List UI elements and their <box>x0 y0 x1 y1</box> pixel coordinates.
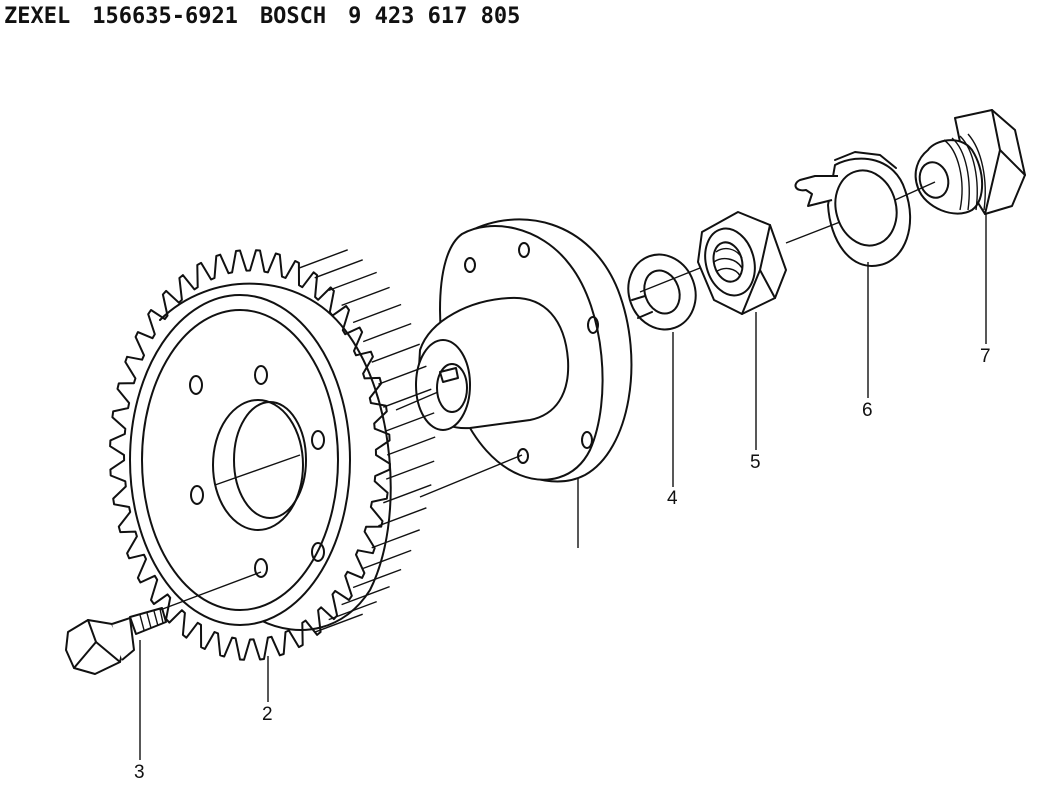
gear-tooth-face-line <box>362 549 412 570</box>
gear-tooth-face-line <box>341 585 390 606</box>
gear-icon <box>109 249 436 661</box>
header-part-number-zexel: 156635-6921 <box>92 4 238 29</box>
callout-3: 3 <box>134 762 145 783</box>
gear-tooth-face-line <box>385 460 435 480</box>
gear-tooth-face-line <box>314 259 363 279</box>
callout-5: 5 <box>750 452 761 473</box>
callout-4: 4 <box>667 488 678 509</box>
header-brand-bosch: BOSCH <box>259 4 327 29</box>
flange-hub-icon <box>415 218 633 483</box>
gear-tooth-face-line <box>386 436 436 456</box>
gear-tooth-face-line <box>378 365 427 385</box>
gear-tooth-face-line <box>385 412 435 432</box>
callout-7: 7 <box>980 346 991 367</box>
gear-tooth-face-line <box>328 271 377 292</box>
gear-tooth-face-line <box>362 322 412 343</box>
header-brand-zexel: ZEXEL <box>4 4 71 29</box>
gear-tooth-face-line <box>341 286 390 307</box>
gear-tooth-face-line <box>314 613 363 633</box>
callout-6: 6 <box>862 400 873 421</box>
gear-tooth-face-line <box>378 507 427 527</box>
gear-tooth-face-line <box>352 568 402 589</box>
assembly-axis-lines <box>159 181 936 611</box>
gear-tooth-face-line <box>352 303 402 324</box>
tab-washer-icon <box>794 151 912 267</box>
hex-nut-icon <box>697 211 787 315</box>
drawing-header: ZEXEL 156635-6921 BOSCH 9 423 617 805 <box>4 4 542 29</box>
header-part-number-bosch: 9 423 617 805 <box>348 4 521 29</box>
gear-tooth-face-line <box>383 484 432 504</box>
plug-icon <box>914 109 1026 215</box>
bolt-icon <box>65 607 167 675</box>
gear-tooth-face-line <box>328 600 377 621</box>
washer-icon <box>627 253 697 331</box>
gear-tooth-face-line <box>371 343 420 363</box>
leader-lines <box>139 214 987 760</box>
gear-tooth-face-line <box>299 249 348 269</box>
gear-tooth-face-line <box>383 388 432 408</box>
gear-tooth-face-line <box>371 529 420 549</box>
callout-2: 2 <box>262 704 273 725</box>
